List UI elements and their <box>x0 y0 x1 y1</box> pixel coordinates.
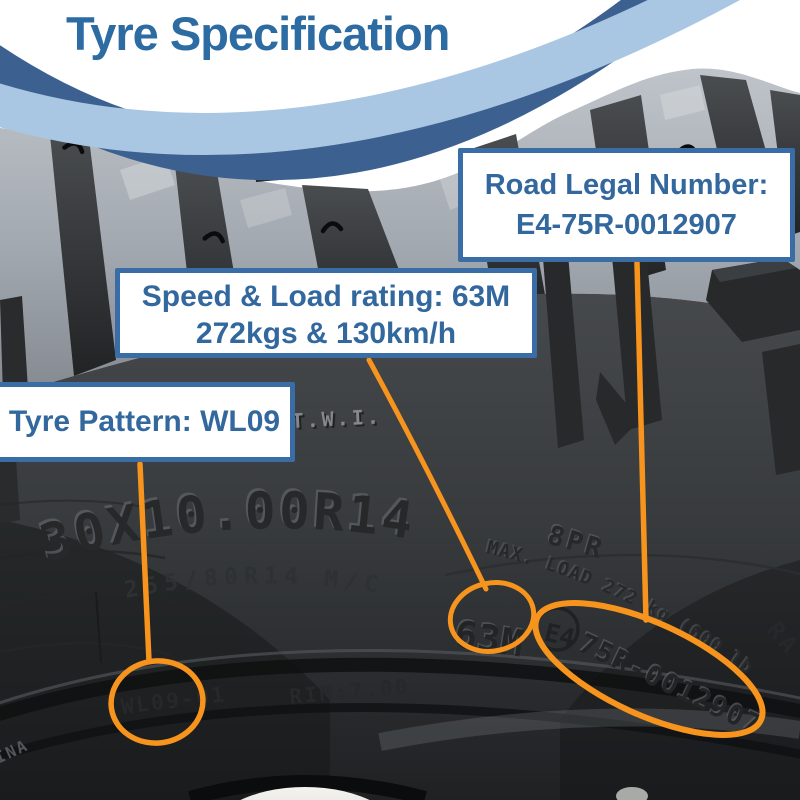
pattern-leader-line <box>137 461 152 664</box>
tyre-pattern-callout: Tyre Pattern: WL09 <box>0 382 295 462</box>
speed-leader-line <box>366 357 489 592</box>
pattern-circle <box>108 658 206 746</box>
header-white-area <box>0 0 695 134</box>
speed-load-value: 272kgs & 130km/h <box>195 317 457 350</box>
road-legal-value: E4-75R-0012907 <box>516 209 737 241</box>
lower-ridges <box>0 648 800 800</box>
road-legal-callout: Road Legal Number: E4-75R-0012907 <box>458 148 795 262</box>
wheel-rim <box>240 787 370 800</box>
annotations <box>108 260 766 746</box>
twi-marking: T.W.I. <box>291 404 382 433</box>
swoosh-light-band <box>0 0 741 155</box>
twi-marking-shadow: T.W.I. <box>293 406 384 435</box>
rim-highlight <box>616 787 648 800</box>
page-title: Tyre Specification <box>66 7 450 60</box>
road-legal-ellipse <box>532 600 766 738</box>
speed-circle <box>447 580 537 654</box>
speed-load-label: Speed & Load rating: 63M <box>141 280 511 313</box>
sidewall-seams <box>0 499 800 663</box>
road-legal-label: Road Legal Number: <box>484 169 769 201</box>
tyre-pattern-label: Tyre Pattern: WL09 <box>8 405 281 438</box>
shoulder-lugs <box>0 249 800 524</box>
road-legal-leader-line <box>634 260 649 623</box>
e-mark-marking: E4 <box>542 618 578 653</box>
speed-load-callout: Speed & Load rating: 63M 272kgs & 130km/… <box>115 268 537 358</box>
